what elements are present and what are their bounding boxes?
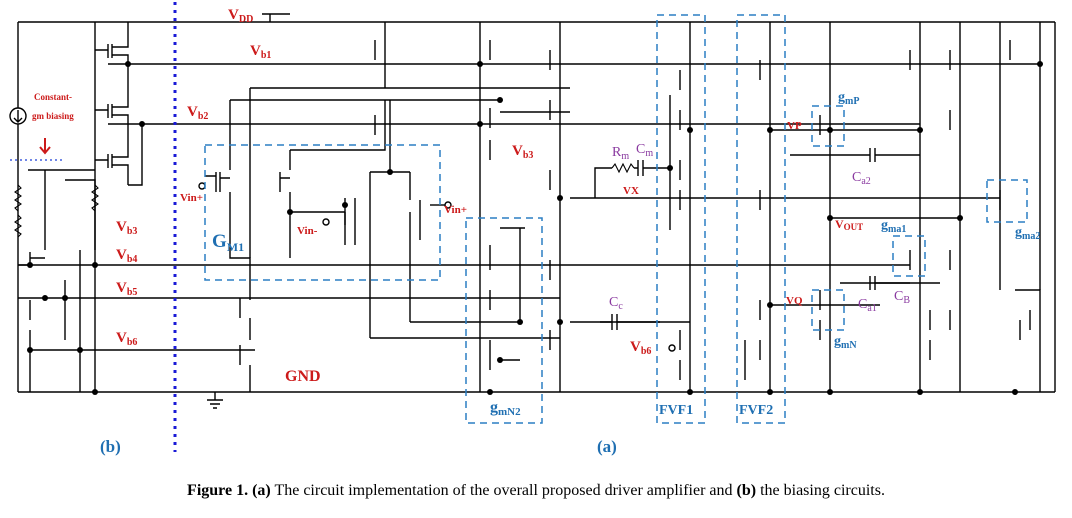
vb3-left-label: Vb3 [116, 219, 137, 237]
gm1-box [204, 144, 441, 281]
red-arrow [39, 138, 51, 155]
caption-part-b-label: (b) [736, 482, 757, 499]
vb1-label: Vb1 [250, 43, 271, 61]
gma1-label: gma1 [881, 218, 906, 235]
input-stage-gm1 [198, 88, 452, 338]
figure-caption: Figure 1. (a) The circuit implementation… [0, 482, 1072, 500]
cm-label: Cm [636, 142, 653, 159]
constant-label: Constant- [34, 92, 72, 102]
panel-a-label: (a) [597, 437, 617, 456]
vdd-label: VDD [228, 7, 253, 25]
cc-label: Cc [609, 295, 623, 312]
gnd-label: GND [285, 368, 321, 385]
caption-part-a-text: The circuit implementation of the overal… [270, 482, 737, 499]
rm-label: Rm [612, 145, 629, 162]
gma1-box [892, 235, 926, 277]
tail-transistors [239, 22, 386, 392]
ca1-label: Ca1 [858, 297, 877, 314]
fvf1-column [668, 22, 693, 395]
vin-plus-right-label: Vin+ [444, 204, 467, 216]
bias-lines [18, 63, 1040, 351]
bias-resistors [14, 184, 99, 238]
supply-rails [17, 13, 1056, 409]
vb5-label: Vb5 [116, 280, 137, 298]
gma2-box [986, 179, 1028, 223]
vb2-label: Vb2 [187, 104, 208, 122]
vout-label: VOUT [835, 217, 863, 232]
ca2-label: Ca2 [852, 170, 871, 187]
vb6-left-label: Vb6 [116, 330, 137, 348]
middle-column [477, 22, 563, 395]
gmn-box [811, 289, 845, 331]
fvf2-box [736, 14, 786, 424]
gm1-label: GM1 [212, 231, 244, 254]
fvf2-label: FVF2 [739, 403, 773, 418]
gmn2-label: gmN2 [490, 399, 521, 418]
vb3-mid-label: Vb3 [512, 143, 533, 161]
fvf2-column [744, 22, 773, 395]
fvf1-box [656, 14, 706, 424]
fvf1-label: FVF1 [659, 403, 693, 418]
vin-plus-left-label: Vin+ [180, 192, 203, 204]
current-source [9, 107, 27, 125]
gmp-box [811, 105, 845, 147]
vp-label: VP [787, 120, 802, 132]
circuit-schematic: VDD Vb1 Vb2 Vb3 Vb3 Vb4 Vb5 Vb6 Vb6 GND … [9, 2, 1056, 456]
caption-part-a-label: (a) [252, 482, 271, 499]
bias-circuit-b [18, 22, 145, 395]
caption-part-b-text: the biasing circuits. [756, 482, 885, 499]
vx-label: VX [623, 185, 639, 197]
vin-minus-label: Vin- [297, 225, 318, 237]
compensation-network [594, 160, 673, 330]
gmn2-box [465, 217, 543, 424]
gm-biasing-label: gm biasing [32, 111, 74, 121]
figure-number: Figure 1. [187, 482, 249, 499]
vq-label: VQ [786, 295, 803, 307]
aux-amplifiers [909, 22, 1043, 395]
vb6-mid-label: Vb6 [630, 339, 651, 357]
gma2-label: gma2 [1015, 225, 1040, 242]
gmp-label: gmP [838, 90, 859, 107]
vb4-label: Vb4 [116, 247, 137, 265]
gmn-label: gmN [834, 334, 857, 351]
panel-b-label: (b) [100, 437, 121, 456]
cb-label: CB [894, 289, 910, 306]
